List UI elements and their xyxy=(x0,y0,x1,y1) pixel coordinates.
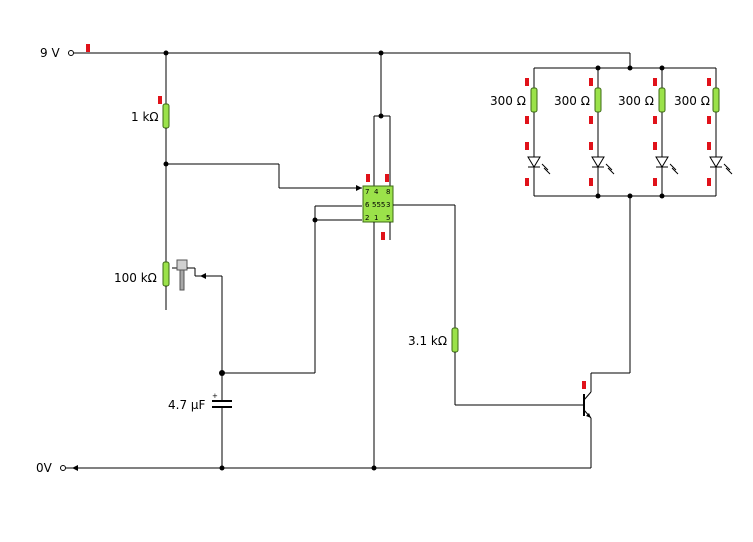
svg-text:4: 4 xyxy=(374,188,379,196)
svg-text:5: 5 xyxy=(386,214,390,222)
svg-text:2: 2 xyxy=(365,214,369,222)
junctions xyxy=(163,50,665,471)
led-2[interactable] xyxy=(591,156,605,168)
led-1[interactable] xyxy=(527,156,541,168)
supply-terminal[interactable] xyxy=(68,50,74,56)
svg-text:+: + xyxy=(212,392,218,400)
pot-shaft[interactable] xyxy=(179,269,185,291)
led-resistor-4[interactable] xyxy=(712,87,720,113)
chip-name: 555 xyxy=(372,201,385,209)
ic-555[interactable]: 7 4 8 6 555 3 2 1 5 xyxy=(362,53,455,468)
capacitor-label: 4.7 µF xyxy=(168,398,206,412)
led-resistor-3[interactable] xyxy=(658,87,666,113)
led-column-3: 300 Ω xyxy=(618,68,679,196)
ground-rail: 0V xyxy=(36,461,591,475)
led-resistor-1[interactable] xyxy=(530,87,538,113)
svg-text:8: 8 xyxy=(386,188,390,196)
svg-text:300 Ω: 300 Ω xyxy=(554,94,590,108)
capacitor[interactable]: + 4.7 µF xyxy=(168,373,232,468)
supply-probe[interactable] xyxy=(86,44,90,52)
svg-text:1: 1 xyxy=(374,214,378,222)
potentiometer-label: 100 kΩ xyxy=(114,271,157,285)
base-branch: 3.1 kΩ xyxy=(408,205,583,406)
svg-text:300 Ω: 300 Ω xyxy=(490,94,526,108)
led-column-1: 300 Ω xyxy=(490,68,551,196)
led-column-4: 300 Ω xyxy=(674,68,733,196)
svg-text:6: 6 xyxy=(365,201,370,209)
resistor-3k1-label: 3.1 kΩ xyxy=(408,334,447,348)
led-array: 300 Ω 300 Ω 300 xyxy=(490,53,733,197)
svg-text:7: 7 xyxy=(365,188,369,196)
ground-label: 0V xyxy=(36,461,53,475)
ground-terminal[interactable] xyxy=(60,465,66,471)
led-4[interactable] xyxy=(709,156,723,168)
timing-branch: 1 kΩ 100 kΩ xyxy=(114,53,362,373)
svg-text:300 Ω: 300 Ω xyxy=(674,94,710,108)
led-3[interactable] xyxy=(655,156,669,168)
led-column-2: 300 Ω xyxy=(554,68,615,196)
resistor-1k-label: 1 kΩ xyxy=(131,110,159,124)
transistor[interactable] xyxy=(582,196,631,468)
resistor-3k1[interactable] xyxy=(451,327,459,353)
led-resistor-2[interactable] xyxy=(594,87,602,113)
supply-rail: 9 V xyxy=(40,44,630,60)
svg-text:3: 3 xyxy=(386,201,390,209)
supply-label: 9 V xyxy=(40,46,60,60)
svg-text:300 Ω: 300 Ω xyxy=(618,94,654,108)
resistor-1k[interactable] xyxy=(162,103,170,129)
pot-knob[interactable] xyxy=(176,259,188,271)
potentiometer-100k[interactable] xyxy=(162,261,170,287)
chip-body[interactable] xyxy=(362,185,394,223)
